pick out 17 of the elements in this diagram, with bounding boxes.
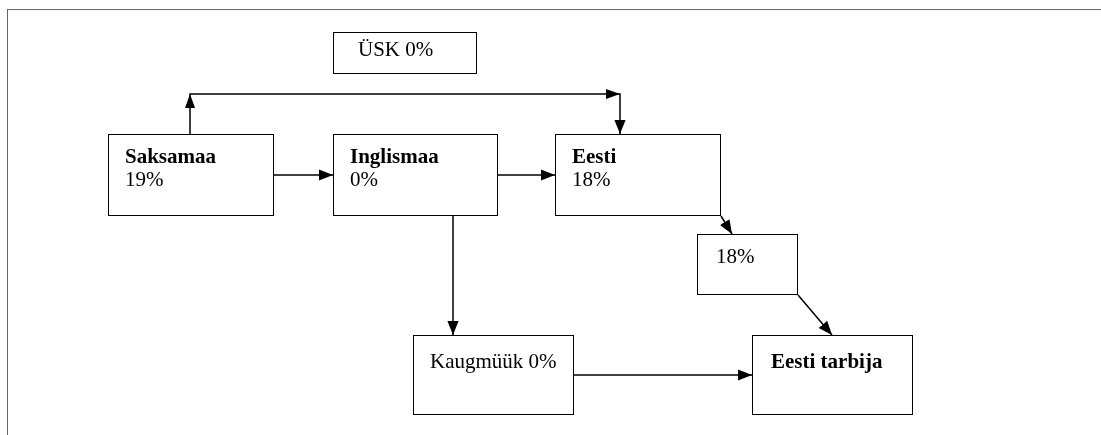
- box-text: Eesti tarbija: [771, 350, 884, 374]
- percent-text: 0%: [350, 168, 378, 192]
- box-title: Inglismaa: [350, 145, 440, 169]
- box: [333, 134, 498, 216]
- box: [752, 335, 913, 415]
- box-title: Saksamaa: [125, 145, 218, 169]
- box: [697, 234, 798, 295]
- percent-text: 18%: [572, 168, 612, 192]
- box: [555, 134, 721, 216]
- box-text: Kaugmüük 0%: [430, 350, 557, 374]
- box-text: 18%: [716, 245, 756, 269]
- box-title: Eesti: [572, 145, 618, 169]
- box: [108, 134, 274, 216]
- percent-text: 19%: [125, 168, 165, 192]
- box: [413, 335, 574, 415]
- box: [333, 32, 477, 74]
- box-text: ÜSK 0%: [358, 38, 435, 62]
